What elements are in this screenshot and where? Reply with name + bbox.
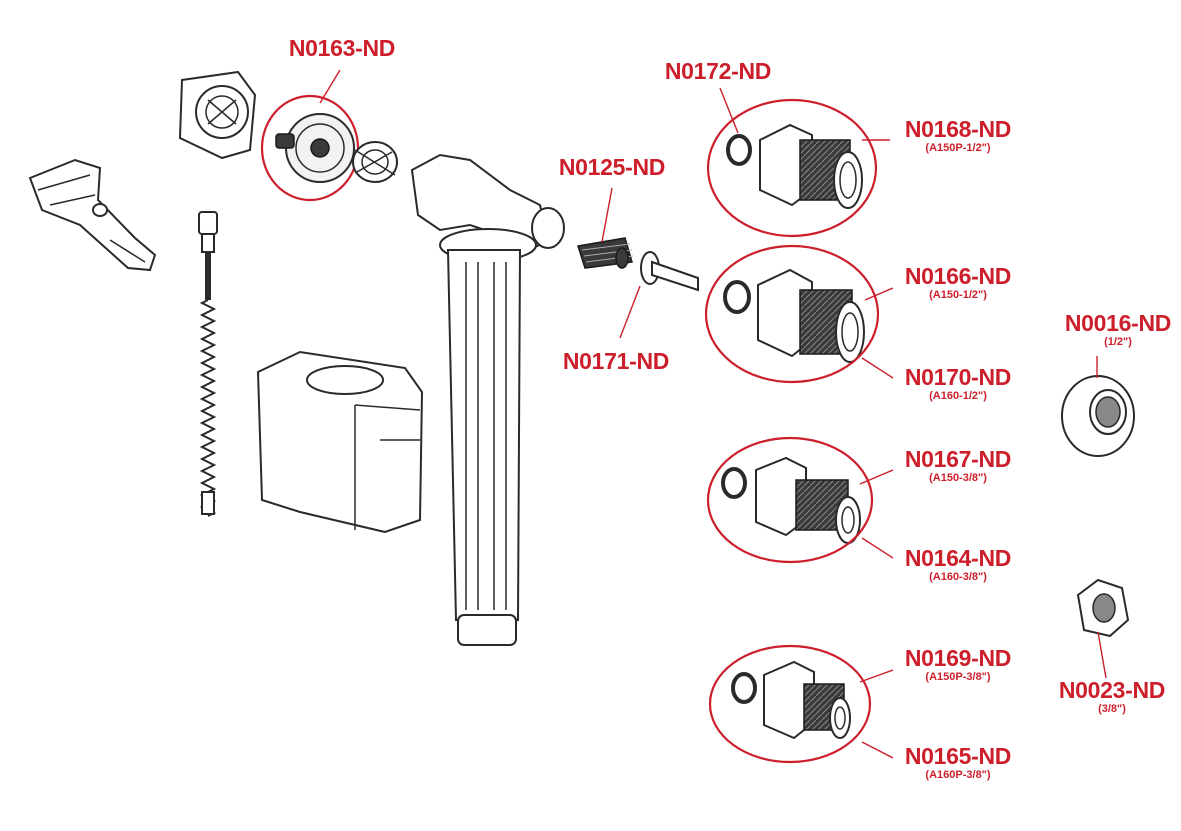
label-n0171: N0171-ND — [562, 348, 670, 374]
valve-stem — [640, 251, 699, 292]
oval-n0167 — [706, 436, 874, 564]
label-n0167: N0167-ND (A150-3/8") — [904, 446, 1012, 484]
label-code: N0016-ND — [1064, 310, 1172, 336]
float-lever-arm — [28, 158, 157, 272]
label-code: N0163-ND — [288, 35, 396, 61]
label-n0169: N0169-ND (A150P-3/8") — [904, 645, 1012, 683]
label-code: N0167-ND — [904, 446, 1012, 472]
label-model: (A160P-3/8") — [925, 769, 991, 781]
label-n0168: N0168-ND (A150P-1/2") — [904, 116, 1012, 154]
label-model: (A160-1/2") — [929, 390, 987, 402]
label-n0166: N0166-ND (A150-1/2") — [904, 263, 1012, 301]
label-code: N0170-ND — [904, 364, 1012, 390]
label-n0023: N0023-ND (3/8") — [1058, 677, 1166, 715]
connector-n0168 — [726, 123, 863, 209]
label-model: (1/2") — [1104, 336, 1132, 348]
label-model: (A160-3/8") — [929, 571, 987, 583]
label-code: N0172-ND — [664, 58, 772, 84]
label-model: (A150P-1/2") — [925, 142, 991, 154]
label-code: N0125-ND — [558, 154, 666, 180]
nut-n0016 — [1061, 375, 1135, 457]
oval-n0169 — [708, 644, 872, 764]
label-code: N0165-ND — [904, 743, 1012, 769]
oval-n0166 — [704, 244, 880, 384]
connector-n0167 — [721, 456, 861, 544]
diaphragm-part — [275, 113, 355, 183]
adjustment-rod — [198, 211, 218, 517]
label-n0172: N0172-ND — [664, 58, 772, 84]
label-code: N0171-ND — [562, 348, 670, 374]
label-code: N0168-ND — [904, 116, 1012, 142]
label-model: (A150-1/2") — [929, 289, 987, 301]
label-model: (A150P-3/8") — [925, 671, 991, 683]
valve-spring-pin — [577, 237, 634, 269]
leader-lines — [319, 69, 1107, 759]
connector-n0169 — [731, 660, 851, 740]
oval-n0168 — [706, 98, 878, 238]
label-n0016: N0016-ND (1/2") — [1064, 310, 1172, 348]
label-model: (3/8") — [1098, 703, 1126, 715]
label-n0164: N0164-ND (A160-3/8") — [904, 545, 1012, 583]
label-n0170: N0170-ND (A160-1/2") — [904, 364, 1012, 402]
label-n0165: N0165-ND (A160P-3/8") — [904, 743, 1012, 781]
nut-n0023 — [1076, 578, 1130, 638]
float-cup — [256, 350, 424, 534]
connector-n0166 — [723, 268, 865, 363]
label-code: N0166-ND — [904, 263, 1012, 289]
label-n0125: N0125-ND — [558, 154, 666, 180]
label-code: N0023-ND — [1058, 677, 1166, 703]
valve-cap — [178, 70, 257, 160]
valve-body — [410, 153, 565, 646]
label-code: N0164-ND — [904, 545, 1012, 571]
label-n0163: N0163-ND — [288, 35, 396, 61]
label-code: N0169-ND — [904, 645, 1012, 671]
valve-sleeve — [352, 141, 398, 183]
label-model: (A150-3/8") — [929, 472, 987, 484]
